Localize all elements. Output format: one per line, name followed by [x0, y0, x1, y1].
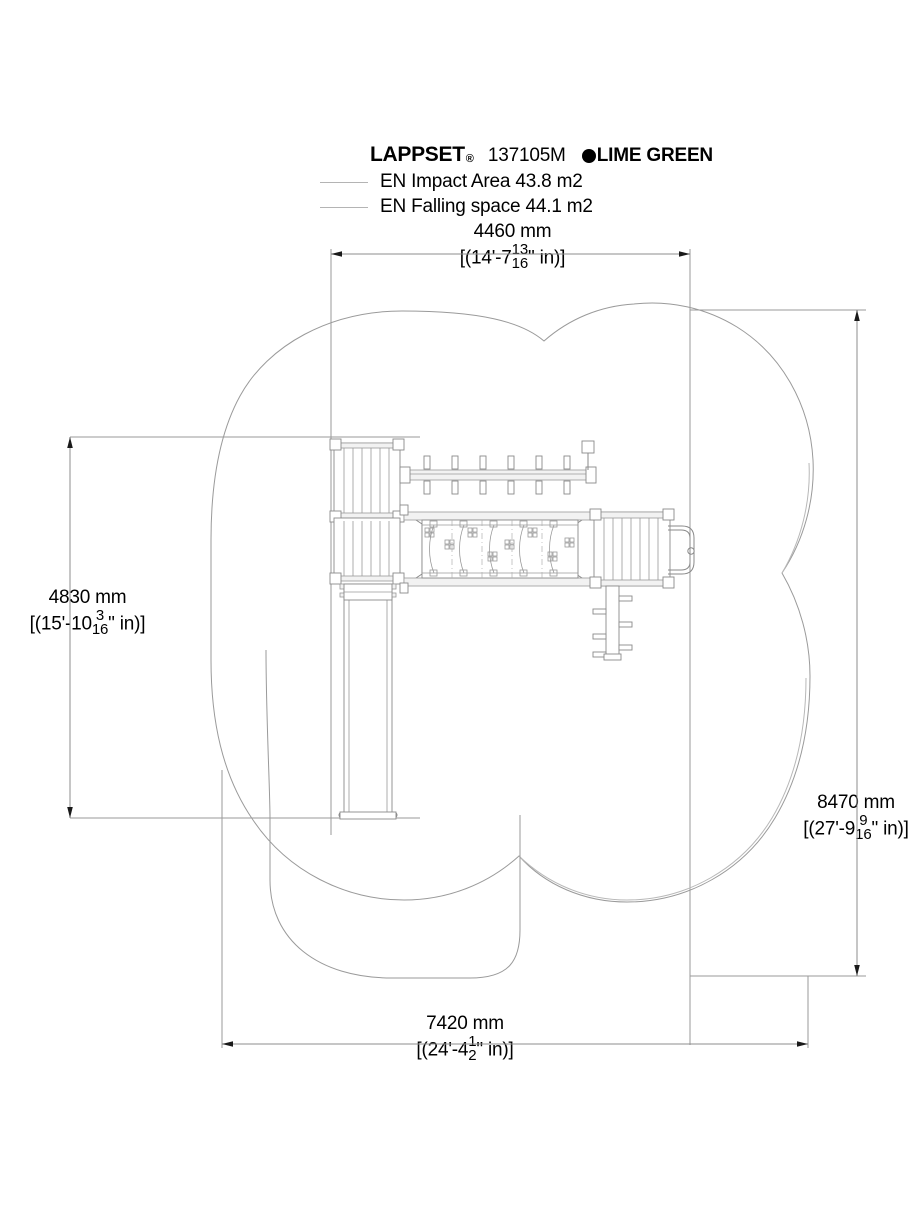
impact-area-outline-right	[781, 462, 810, 574]
zone-inner-leg	[265, 649, 521, 979]
color-swatch-icon	[581, 149, 596, 163]
dimension-bottom-metric: 7420 mm	[426, 1013, 504, 1034]
rung-group-upper	[423, 455, 571, 470]
legend-item-falling-space: EN Falling space 44.1 m2	[320, 196, 643, 218]
brand-name: LAPPSET	[370, 143, 465, 166]
safety-zone-outline	[210, 302, 814, 903]
climbing-pole-with-pegs	[592, 585, 633, 661]
post-markers	[399, 504, 409, 594]
dim-left-den: 16	[91, 621, 109, 639]
right-deck-platform	[589, 508, 675, 589]
play-equipment	[329, 438, 695, 820]
slide	[338, 583, 398, 820]
color-name: LIME GREEN	[596, 145, 713, 166]
monkey-bar-rungs	[399, 440, 597, 495]
legend-label-falling-space: EN Falling space 44.1 m2	[380, 196, 593, 217]
title-block: LAPPSET® 137105M LIME GREEN EN Impact Ar…	[320, 143, 890, 217]
connector-cluster-bottom	[429, 569, 558, 577]
legend-line-icon	[320, 181, 368, 183]
impact-area-outline	[518, 677, 807, 901]
dim-right-prefix: [(27'-9	[803, 818, 856, 840]
lower-deck-platform	[329, 517, 405, 585]
dim-top-den: 16	[511, 255, 529, 273]
model-code: 137105M	[487, 145, 566, 166]
connector-cluster-top	[429, 520, 558, 528]
dim-right-suffix: " in)]	[871, 818, 909, 840]
handrail-loop	[668, 525, 695, 575]
rung-group-lower	[423, 480, 571, 495]
access-ladder	[343, 583, 393, 601]
title-row: LAPPSET® 137105M LIME GREEN	[370, 143, 890, 167]
dim-left-prefix: [(15'-10	[29, 613, 92, 635]
legend-label-impact-area: EN Impact Area 43.8 m2	[380, 171, 583, 192]
extension-lines	[70, 249, 866, 1048]
zone-leg-outline	[265, 649, 521, 979]
dimension-top-metric: 4460 mm	[473, 221, 552, 242]
safety-zone-outline-group	[210, 302, 814, 903]
net-bridge-walkway	[403, 511, 595, 587]
legend-item-impact-area: EN Impact Area 43.8 m2	[320, 171, 633, 193]
fitting-markers	[424, 527, 575, 562]
dim-right-num: 9	[859, 811, 868, 829]
dim-bottom-den: 2	[468, 1047, 477, 1065]
legend-line-icon	[320, 206, 368, 208]
dim-left-num: 3	[95, 606, 105, 624]
dimension-lines	[67, 251, 860, 1047]
upper-deck-platform	[329, 438, 405, 523]
registered-mark-icon: ®	[465, 153, 474, 165]
dim-left-suffix: " in)]	[108, 613, 146, 635]
